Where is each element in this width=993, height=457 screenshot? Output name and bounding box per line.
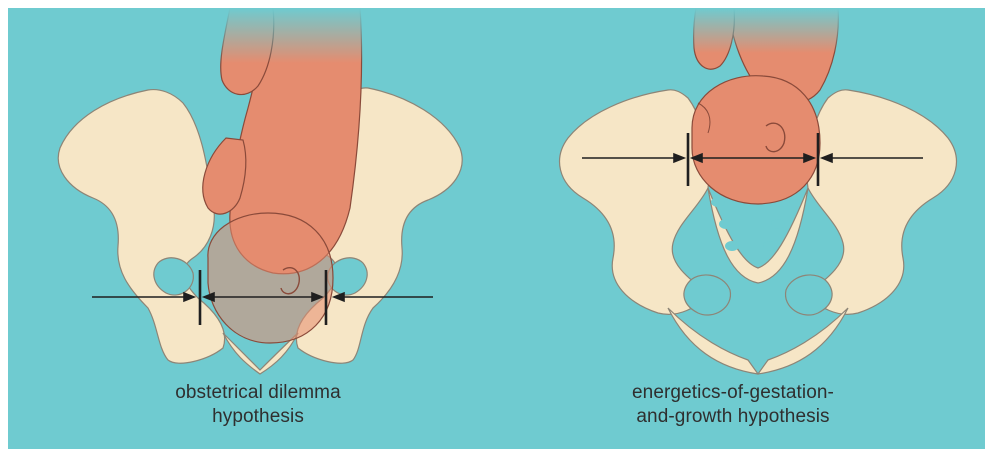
right-panel	[560, 8, 957, 374]
fade-top-right	[688, 8, 858, 53]
caption-left-line2: hypothesis	[128, 405, 388, 429]
caption-left-line1: obstetrical dilemma	[128, 381, 388, 405]
caption-right: energetics-of-gestation- and-growth hypo…	[583, 381, 883, 429]
fade-top-left	[208, 8, 388, 63]
caption-right-line1: energetics-of-gestation-	[583, 381, 883, 405]
caption-left: obstetrical dilemma hypothesis	[128, 381, 388, 429]
left-panel	[58, 8, 462, 374]
caption-right-line2: and-growth hypothesis	[583, 405, 883, 429]
illustration: obstetrical dilemma hypothesis energetic…	[8, 8, 985, 449]
